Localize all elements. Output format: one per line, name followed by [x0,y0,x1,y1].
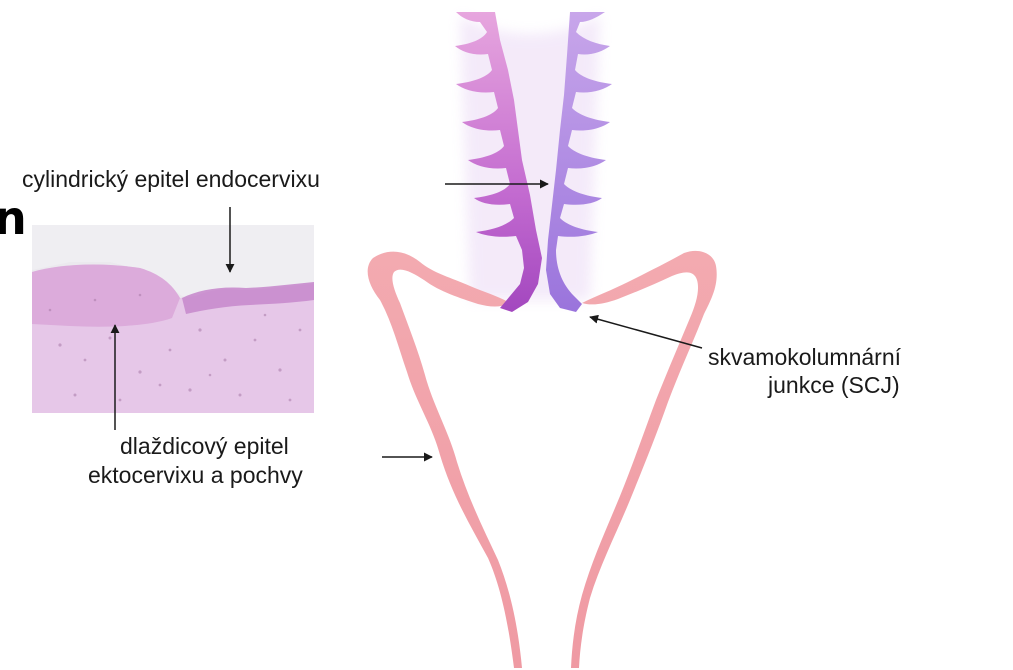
squamous-epithelium-shape [571,251,717,668]
clipped-title-fragment: n [0,193,27,243]
columnar-epithelium-label: cylindrický epitel endocervixu [22,166,320,193]
scj-label-line1: skvamokolumnární [708,344,901,371]
squamous-epithelium-shape [368,252,522,668]
scj-label-line2: junkce (SCJ) [768,372,900,399]
squamous-epithelium-label-line2: ektocervixu a pochvy [88,462,303,489]
squamous-epithelium-label-line1: dlaždicový epitel [120,433,289,460]
histology-photo [32,225,314,413]
